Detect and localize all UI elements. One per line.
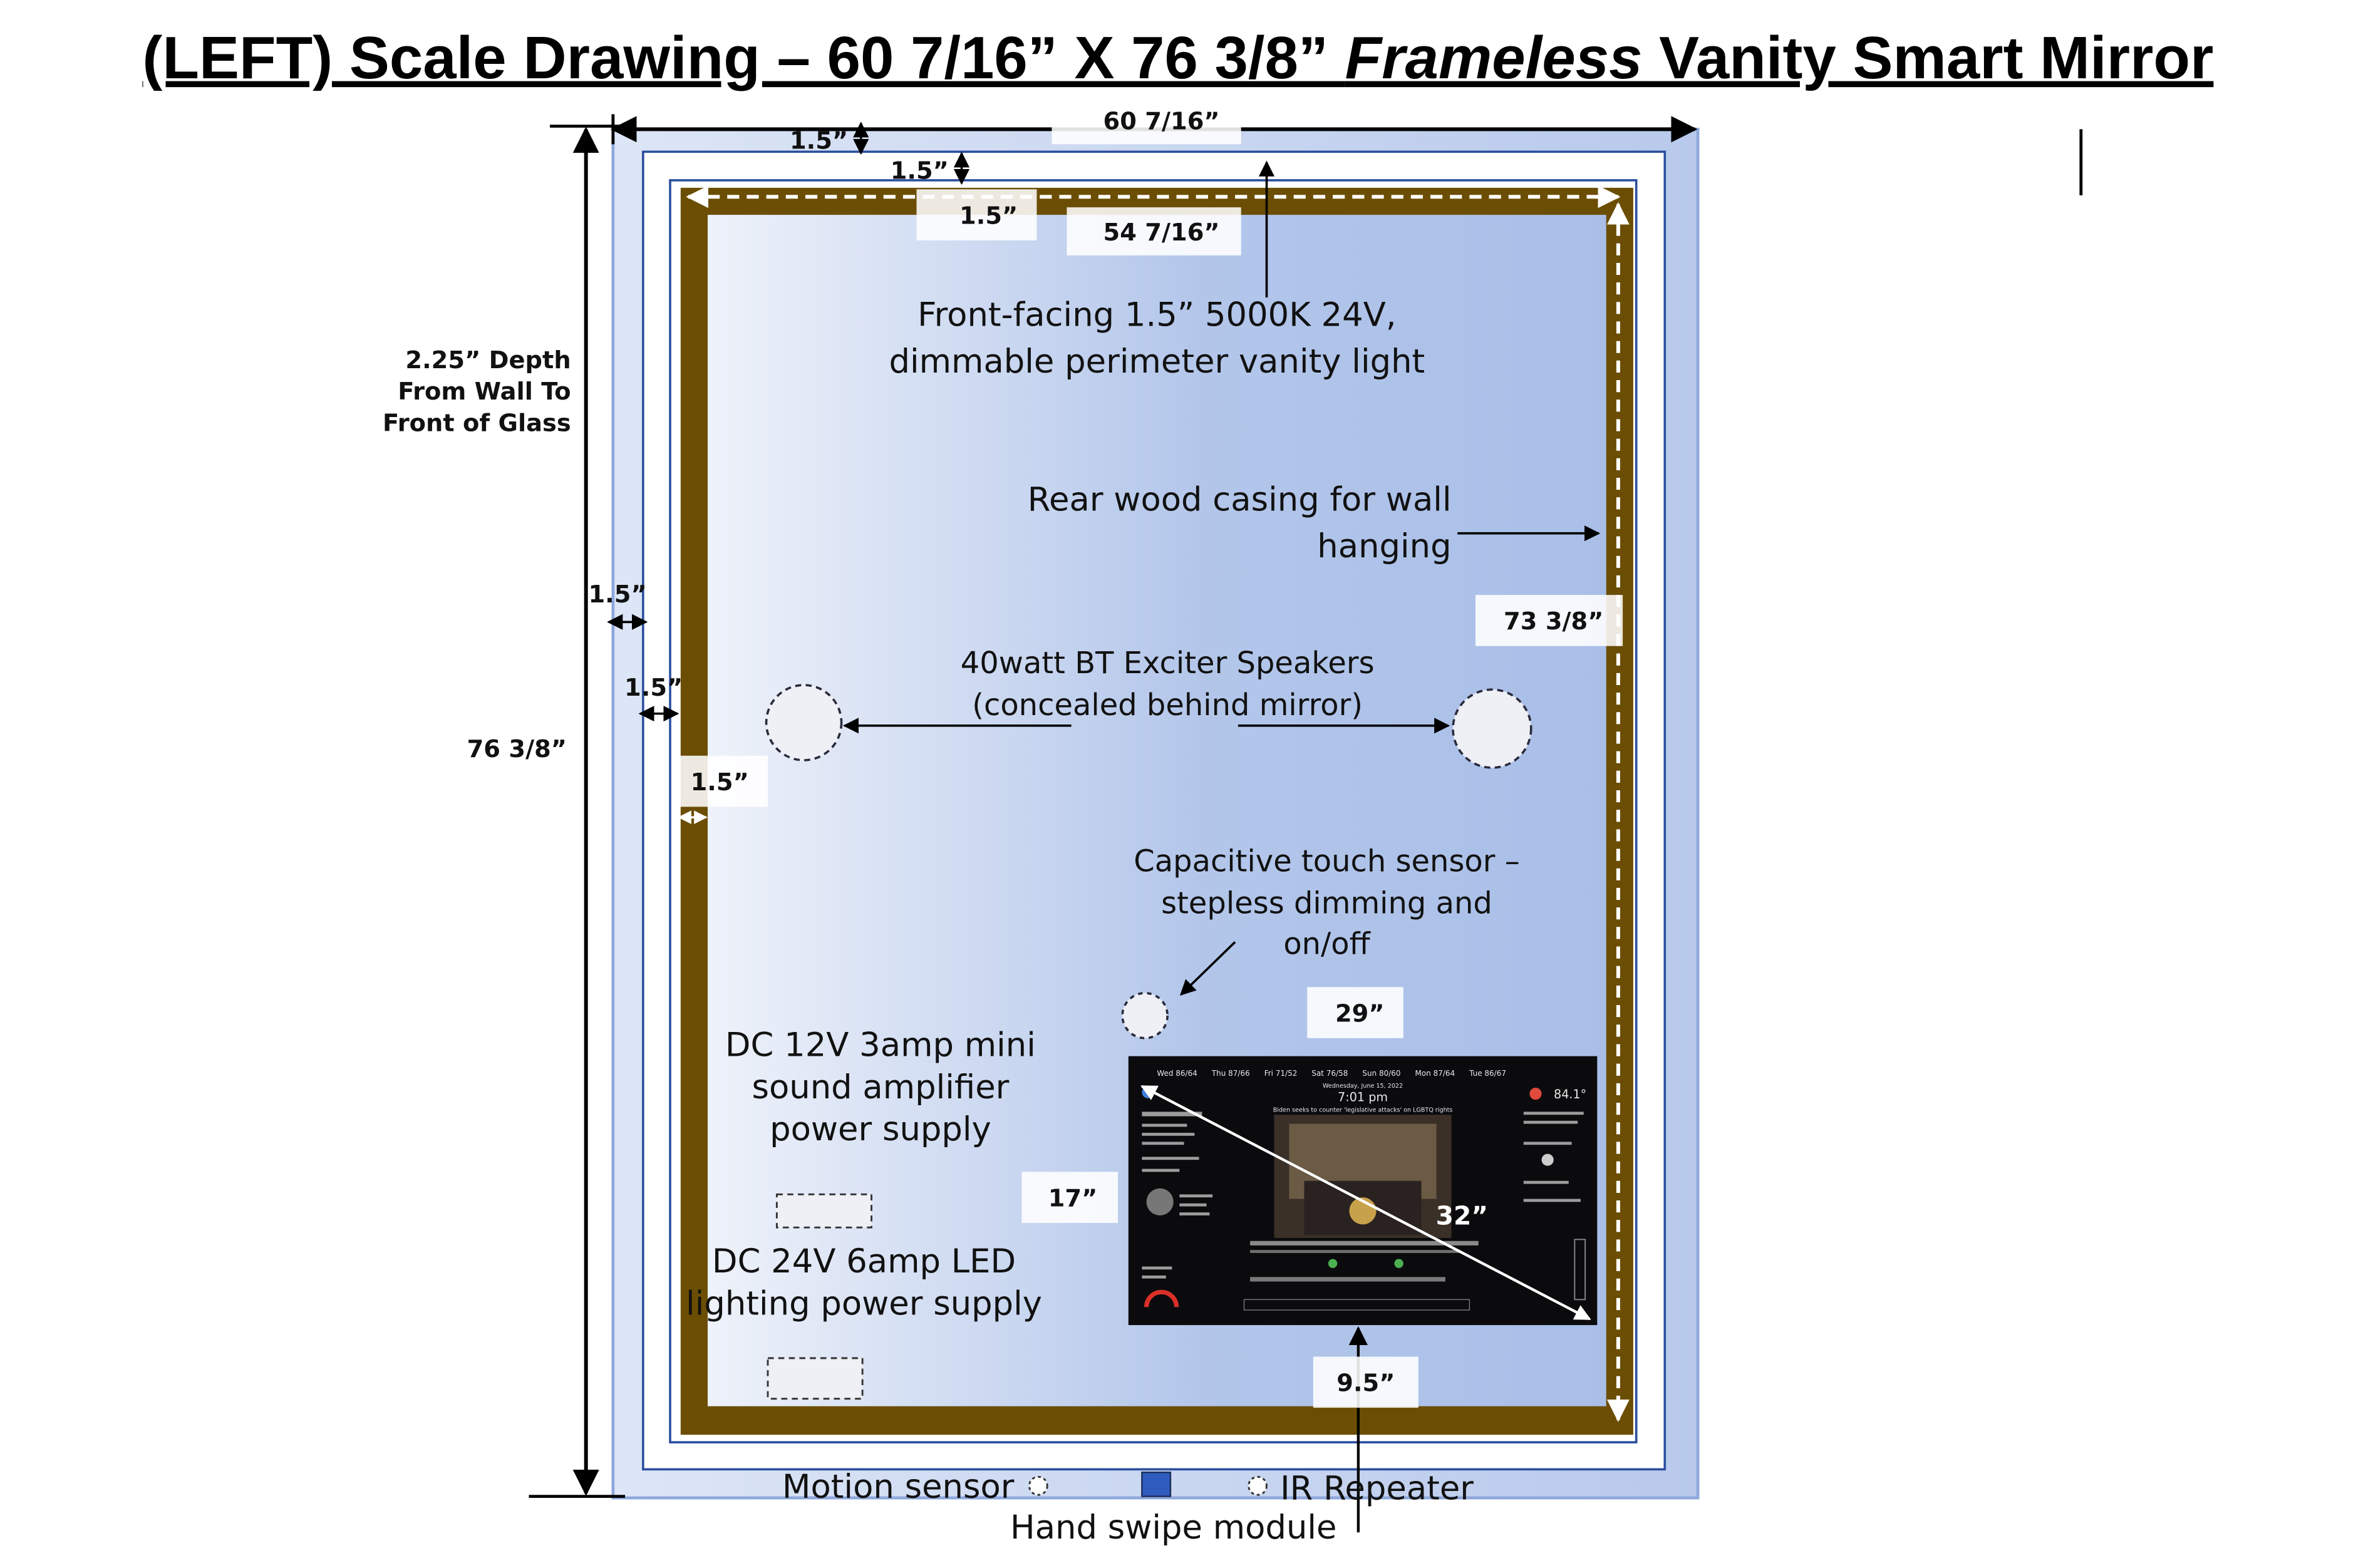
screen-diagonal-label: 32” [1436,1200,1489,1230]
weather-day-6: Mon 87/64 [1415,1069,1455,1078]
hand-swipe-module-icon [1141,1472,1172,1497]
weather-day-7: Tue 86/67 [1469,1069,1506,1078]
amp-line-2: sound amplifier [752,1068,1009,1106]
smart-display: Wed 86/64 Thu 87/66 Fri 71/52 Sat 76/58 … [1128,1056,1598,1326]
news-caption-2 [1250,1250,1461,1253]
top-gap-1-label: 1.5” [790,127,848,155]
inner-width-tag [1067,207,1241,255]
depth-line-2: From Wall To [398,378,571,406]
display-date: Wednesday, June 15, 2022 [1323,1083,1403,1090]
inner-width-label: 54 7/16” [1103,219,1220,247]
led-line-2: lighting power supply [686,1284,1042,1323]
vanity-light-line-2: dimmable perimeter vanity light [889,343,1425,381]
screen-bottom-offset-label: 9.5” [1336,1369,1395,1398]
weather-day-3: Fri 71/52 [1264,1069,1298,1078]
screen-height-label: 17” [1048,1185,1098,1213]
amp-module [775,1193,872,1229]
display-time: 7:01 pm [1338,1090,1388,1105]
ir-repeater-icon [1248,1475,1268,1496]
weather-day-1: Wed 86/64 [1157,1069,1197,1078]
touch-sensor-icon [1121,992,1169,1039]
overall-height-label: 76 3/8” [467,735,567,763]
side-gap-3-label: 1.5” [691,768,749,797]
touch-line-1: Capacitive touch sensor – [1134,844,1520,879]
speakers-line-2: (concealed behind mirror) [972,688,1363,723]
speaker-right-icon [1452,688,1532,769]
overall-width-label: 60 7/16” [1103,107,1220,135]
touch-pointer [1179,941,1236,996]
inner-height-label: 73 3/8” [1504,607,1603,636]
amp-line-3: power supply [770,1110,991,1148]
motion-sensor-icon [1028,1475,1048,1496]
wood-casing-line-2: hanging [1317,527,1451,565]
amp-line-1: DC 12V 3amp mini [725,1026,1036,1065]
side-gap-3-tag [671,755,768,807]
inner-height-tag [1475,595,1623,646]
depth-line-3: Front of Glass [383,410,571,438]
top-gap-2-label: 1.5” [891,157,949,185]
depth-line-1: 2.25” Depth [405,346,571,374]
news-ticker [1250,1277,1446,1282]
screen-width-label: 29” [1335,999,1385,1028]
screen-height-tag [1021,1172,1119,1223]
top-gap-3-tag [916,189,1037,240]
weather-day-5: Sun 80/60 [1362,1069,1400,1078]
weather-sun-icon [1529,1088,1542,1100]
screen-diagonal-line [1140,1085,1591,1321]
title-prefix: (LEFT) Scale Drawing – 60 7/16” X 76 3/8… [142,25,1345,92]
led-line-1: DC 24V 6amp LED [712,1242,1016,1281]
ir-repeater-label: IR Repeater [1280,1469,1474,1507]
nav-next-icon [1394,1259,1403,1268]
screen-width-tag [1307,987,1403,1038]
speakers-line-1: 40watt BT Exciter Speakers [961,646,1375,681]
side-gap-2-label: 1.5” [624,674,683,702]
weather-day-4: Sat 76/58 [1311,1069,1348,1078]
top-gap-3-label: 1.5” [959,202,1018,230]
overall-width-tag [1051,99,1241,145]
screen-bottom-offset-tag [1313,1356,1418,1408]
title-suffix: Vanity Smart Mirror [1642,25,2214,92]
display-temperature: 84.1° [1554,1087,1586,1101]
led-power-module [767,1357,864,1400]
touch-line-2: stepless dimming and [1161,886,1492,921]
display-weather-strip: Wed 86/64 Thu 87/66 Fri 71/52 Sat 76/58 … [1157,1069,1506,1078]
title-emphasis: Frameless [1345,25,1643,92]
speaker-left-icon [765,684,843,761]
vanity-light-line-1: Front-facing 1.5” 5000K 24V, [917,296,1396,334]
touch-line-3: on/off [1283,926,1370,961]
weather-day-2: Thu 87/66 [1211,1069,1250,1078]
wood-casing-line-1: Rear wood casing for wall [1028,481,1452,519]
hand-swipe-label: Hand swipe module [1010,1509,1337,1547]
display-headline: Biden seeks to counter 'legislative atta… [1273,1106,1453,1113]
side-gap-1-label: 1.5” [588,580,646,609]
page-title: (LEFT) Scale Drawing – 60 7/16” X 76 3/8… [0,21,2356,96]
nav-prev-icon [1328,1259,1338,1268]
motion-sensor-label: Motion sensor [782,1468,1015,1506]
